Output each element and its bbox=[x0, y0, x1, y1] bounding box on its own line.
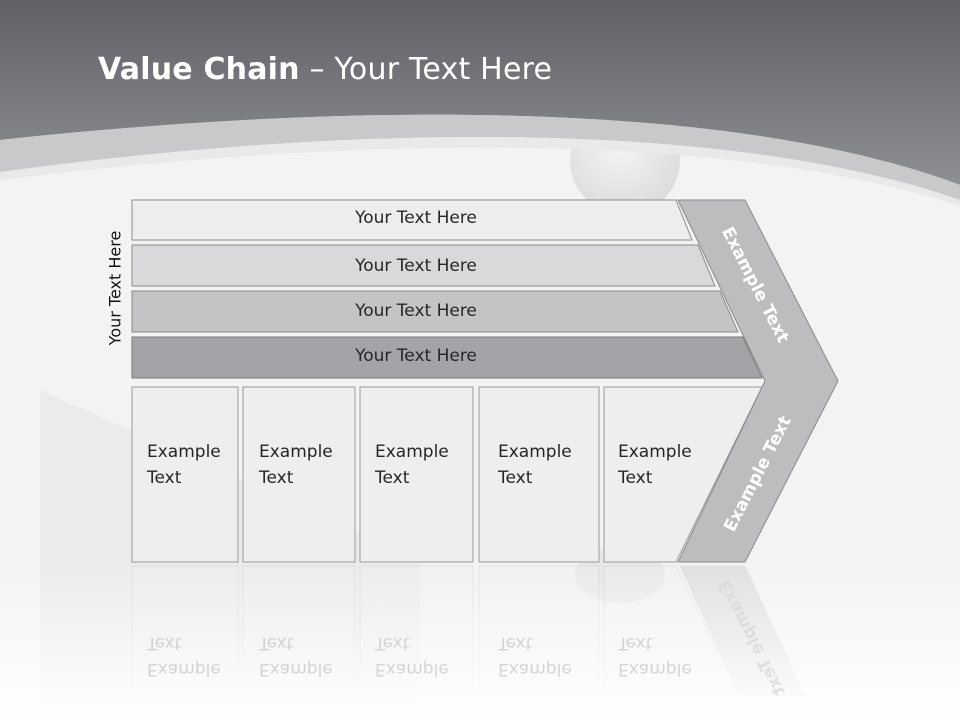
bar-3-label: Your Text Here bbox=[355, 301, 477, 321]
bar-2 bbox=[131, 244, 716, 287]
header-swoosh bbox=[0, 114, 960, 200]
bar-1-label: Your Text Here bbox=[355, 208, 477, 228]
bar-2-label: Your Text Here bbox=[355, 256, 477, 276]
cell-4-reflection: Example Text bbox=[498, 630, 572, 682]
cell-5-reflection-line1: Example bbox=[618, 659, 692, 679]
cell-5-reflection-line2: Text bbox=[618, 633, 653, 653]
cell-3-reflection-line1: Example bbox=[375, 659, 449, 679]
cell-5-line1: Example bbox=[618, 442, 692, 462]
bottom-fade bbox=[0, 560, 960, 720]
cell-2-reflection-line2: Text bbox=[259, 633, 294, 653]
cell-1-reflection-line1: Example bbox=[147, 659, 221, 679]
bar-4 bbox=[131, 336, 763, 379]
cell-3-reflection: Example Text bbox=[375, 630, 449, 682]
title-rest: – Your Text Here bbox=[299, 52, 553, 87]
cell-4-line2: Text bbox=[498, 468, 533, 488]
title-bold: Value Chain bbox=[98, 52, 300, 87]
cell-1-reflection: Example Text bbox=[147, 630, 221, 682]
cell-3-line2: Text bbox=[375, 468, 410, 488]
bar-4-label: Your Text Here bbox=[355, 346, 477, 366]
header-swoosh-highlight bbox=[0, 137, 960, 206]
cell-2-reflection-line1: Example bbox=[259, 659, 333, 679]
cell-4-reflection-line2: Text bbox=[498, 633, 533, 653]
cell-4-reflection-line1: Example bbox=[498, 659, 572, 679]
cell-3 bbox=[359, 386, 474, 563]
cell-1 bbox=[131, 386, 239, 563]
cell-1-line1: Example bbox=[147, 442, 221, 462]
cell-5-line2: Text bbox=[618, 468, 653, 488]
page-title: Value Chain – Your Text Here bbox=[98, 52, 552, 87]
cell-2-line1: Example bbox=[259, 442, 333, 462]
cell-2-line2: Text bbox=[259, 468, 294, 488]
cell-3-reflection-line2: Text bbox=[375, 633, 410, 653]
cell-2-reflection: Example Text bbox=[259, 630, 333, 682]
cell-1-line2: Text bbox=[147, 468, 182, 488]
cell-5-reflection: Example Text bbox=[618, 630, 692, 682]
cell-3-line1: Example bbox=[375, 442, 449, 462]
cell-1-reflection-line2: Text bbox=[147, 633, 182, 653]
cell-4-line1: Example bbox=[498, 442, 572, 462]
bar-3 bbox=[131, 290, 739, 333]
header-band bbox=[0, 0, 960, 185]
bar-1 bbox=[131, 199, 693, 241]
side-label: Your Text Here bbox=[105, 230, 125, 346]
cell-2 bbox=[242, 386, 356, 563]
